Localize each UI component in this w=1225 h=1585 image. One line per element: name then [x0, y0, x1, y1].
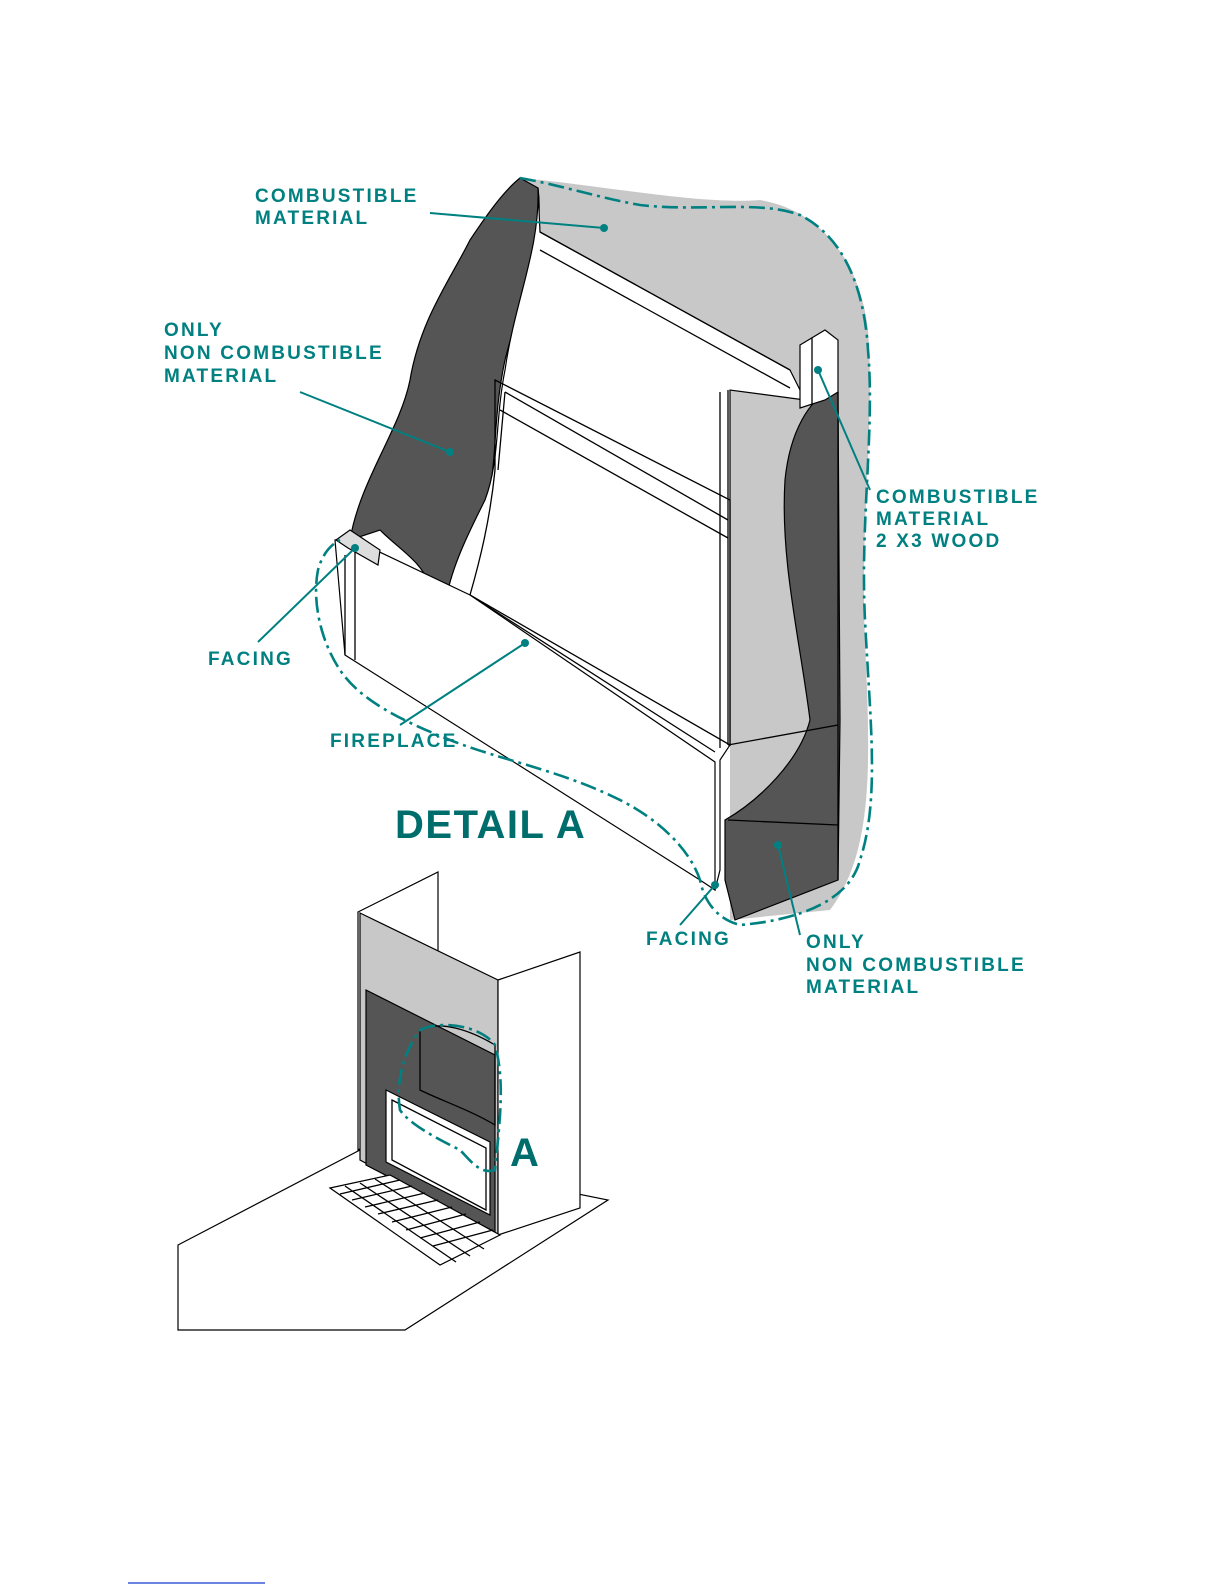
svg-text:ONLY: ONLY	[806, 932, 866, 953]
svg-text:2 X3 WOOD: 2 X3 WOOD	[876, 531, 1001, 552]
label-facing-left: FACING	[208, 544, 359, 670]
svg-text:COMBUSTIBLE: COMBUSTIBLE	[876, 487, 1040, 508]
svg-text:COMBUSTIBLE: COMBUSTIBLE	[255, 186, 419, 207]
svg-text:MATERIAL: MATERIAL	[806, 977, 920, 998]
svg-text:NON COMBUSTIBLE: NON COMBUSTIBLE	[164, 343, 384, 364]
svg-text:FACING: FACING	[646, 929, 731, 950]
callout-letter: A	[510, 1131, 539, 1175]
overview-sketch	[178, 872, 608, 1330]
svg-text:MATERIAL: MATERIAL	[876, 509, 990, 530]
label-facing-bottom: FACING	[646, 881, 731, 950]
svg-text:NON COMBUSTIBLE: NON COMBUSTIBLE	[806, 955, 1026, 976]
side-wall	[498, 952, 580, 1235]
svg-text:FACING: FACING	[208, 649, 293, 670]
svg-text:MATERIAL: MATERIAL	[255, 208, 369, 229]
detail-title: DETAIL A	[395, 803, 586, 847]
svg-text:MATERIAL: MATERIAL	[164, 366, 278, 387]
svg-text:FIREPLACE: FIREPLACE	[330, 731, 457, 752]
svg-text:ONLY: ONLY	[164, 320, 224, 341]
